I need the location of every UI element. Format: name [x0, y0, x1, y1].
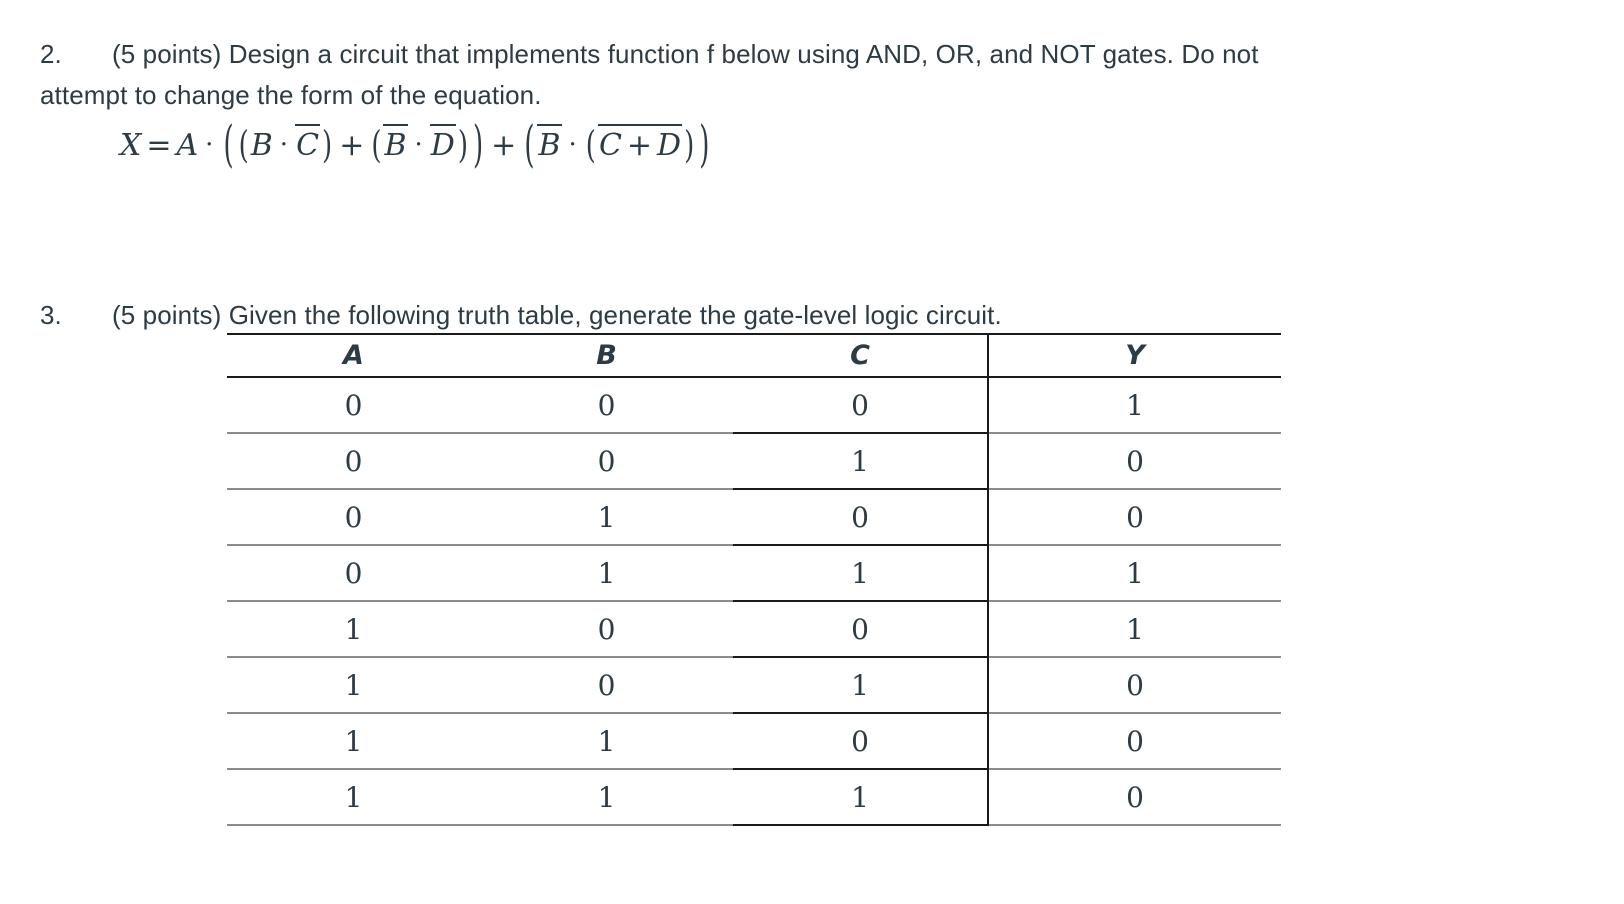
question-2-first-line: 2. (5 points) Design a circuit that impl… — [40, 34, 1500, 75]
cell-a: 1 — [227, 713, 480, 770]
question-2-text-line2: attempt to change the form of the equati… — [40, 80, 542, 110]
equation-rparen-1: ) — [322, 124, 333, 168]
cell-y: 0 — [987, 489, 1281, 546]
cell-c: 1 — [733, 433, 988, 490]
truth-table-container: A B C Y 0 0 0 1 0 0 1 0 0 1 0 — [227, 333, 1281, 826]
equation-lhs: X — [120, 128, 142, 163]
cell-b: 1 — [480, 545, 733, 602]
equation-lparen-2: ( — [371, 124, 382, 168]
equation-overbar-c-plus-d: C+D — [597, 124, 683, 163]
equation-rparen-4: ) — [684, 124, 695, 168]
equation-term-b-3: B — [538, 128, 561, 163]
cell-a: 1 — [227, 769, 480, 826]
cell-y: 0 — [987, 769, 1281, 826]
cell-y: 0 — [987, 713, 1281, 770]
column-header-a: A — [227, 333, 480, 378]
equation-plus-3: + — [626, 128, 653, 163]
cell-b: 0 — [480, 433, 733, 490]
equation-lparen-outer: ( — [223, 117, 234, 175]
cell-a: 0 — [227, 377, 480, 434]
question-2-block: 2. (5 points) Design a circuit that impl… — [40, 34, 1500, 116]
equation-rparen-2: ) — [457, 124, 469, 168]
table-row: 0 1 0 0 — [227, 489, 1281, 546]
cell-c: 1 — [733, 657, 988, 714]
table-row: 1 1 1 0 — [227, 769, 1281, 826]
question-3-text: (5 points) Given the following truth tab… — [112, 300, 1002, 330]
column-header-b: B — [480, 333, 733, 378]
equation-term-c-2: C — [598, 128, 622, 163]
truth-table-body: 0 0 0 1 0 0 1 0 0 1 0 0 0 1 1 1 — [227, 377, 1281, 826]
equation-rparen-outer: ) — [473, 117, 484, 175]
equation-lparen-1: ( — [238, 124, 249, 168]
equation-lparen-3: ( — [524, 117, 535, 175]
cell-b: 0 — [480, 377, 733, 434]
equation-overbar-b-1: B — [383, 124, 408, 163]
cell-a: 0 — [227, 489, 480, 546]
truth-table-head: A B C Y — [227, 333, 1281, 378]
cell-y: 0 — [987, 657, 1281, 714]
cell-b: 1 — [480, 769, 733, 826]
question-2-text-line1: (5 points) Design a circuit that impleme… — [112, 39, 1259, 69]
cell-a: 1 — [227, 601, 480, 658]
equation-term-c-1: C — [296, 128, 320, 163]
cell-b: 1 — [480, 489, 733, 546]
table-row: 1 1 0 0 — [227, 713, 1281, 770]
truth-table: A B C Y 0 0 0 1 0 0 1 0 0 1 0 — [227, 333, 1281, 826]
cell-y: 0 — [987, 433, 1281, 490]
cell-a: 0 — [227, 433, 480, 490]
truth-table-header-row: A B C Y — [227, 333, 1281, 378]
column-header-c: C — [733, 333, 988, 378]
equation-plus-1: + — [339, 128, 365, 163]
equation-term-b-2: B — [384, 128, 407, 163]
cell-c: 0 — [733, 601, 988, 658]
equation-rparen-3: ) — [699, 117, 710, 175]
equation-dot-1: · — [205, 130, 214, 160]
equation-overbar-d-1: D — [429, 124, 456, 163]
cell-b: 0 — [480, 657, 733, 714]
cell-b: 0 — [480, 601, 733, 658]
equation-equals: = — [146, 128, 172, 163]
table-row: 0 1 1 1 — [227, 545, 1281, 602]
question-3-number: 3. — [40, 300, 62, 330]
column-header-y: Y — [987, 333, 1281, 378]
equation-dot-4: · — [568, 130, 577, 160]
question-3-first-line: 3. (5 points) Given the following truth … — [40, 295, 1340, 336]
cell-c: 1 — [733, 769, 988, 826]
cell-a: 0 — [227, 545, 480, 602]
table-row: 1 0 0 1 — [227, 601, 1281, 658]
cell-a: 1 — [227, 657, 480, 714]
equation-term-d-1: D — [430, 128, 455, 163]
equation-term-b-1: B — [250, 128, 273, 163]
equation-term-d-2: D — [657, 128, 682, 163]
cell-y: 1 — [987, 377, 1281, 434]
equation-plus-2: + — [491, 128, 517, 163]
question-2-number: 2. — [40, 39, 62, 69]
cell-y: 1 — [987, 545, 1281, 602]
cell-y: 1 — [987, 601, 1281, 658]
cell-c: 1 — [733, 545, 988, 602]
equation-lparen-4: ( — [585, 124, 596, 168]
equation-overbar-b-2: B — [537, 124, 562, 163]
question-3-block: 3. (5 points) Given the following truth … — [40, 295, 1340, 336]
cell-b: 1 — [480, 713, 733, 770]
table-row: 1 0 1 0 — [227, 657, 1281, 714]
equation-dot-3: · — [414, 130, 423, 160]
equation-x-expression: X=A·((B·C)+(B·D))+(B·(C+D)) — [120, 118, 712, 175]
cell-c: 0 — [733, 377, 988, 434]
cell-c: 0 — [733, 489, 988, 546]
equation-dot-2: · — [279, 130, 289, 160]
equation-term-a: A — [176, 128, 199, 163]
table-row: 0 0 0 1 — [227, 377, 1281, 434]
table-row: 0 0 1 0 — [227, 433, 1281, 490]
cell-c: 0 — [733, 713, 988, 770]
equation-overbar-c-1: C — [295, 124, 321, 163]
